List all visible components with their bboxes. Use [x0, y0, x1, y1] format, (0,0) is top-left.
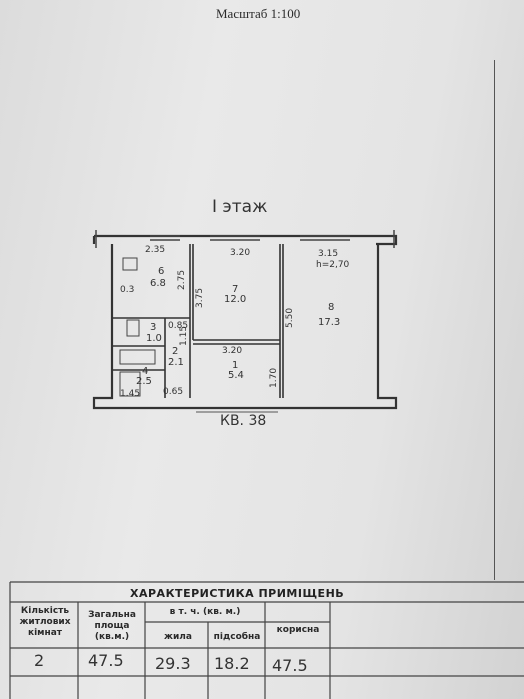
table-grid — [9, 581, 524, 699]
floor-label: I этаж — [212, 197, 267, 217]
room-number: 2 — [172, 346, 178, 357]
fixtures — [119, 257, 156, 397]
dimension: 5.50 — [285, 308, 295, 328]
room-number: 7 — [232, 284, 238, 295]
dimension: 0.65 — [163, 387, 183, 397]
scale-label: Масштаб 1:100 — [216, 6, 301, 21]
value-useful: 47.5 — [272, 656, 308, 675]
room-number: 4 — [142, 366, 148, 377]
dimension: 2.35 — [145, 245, 165, 255]
room-area: 12.0 — [224, 294, 246, 305]
header-including: в т. ч. (кв. м.) — [169, 607, 241, 617]
header-useful: корисна — [276, 625, 320, 635]
table-title: ХАРАКТЕРИСТИКА ПРИМІЩЕНЬ — [130, 587, 345, 600]
header-total-area: Загальна площа (кв.м.) — [88, 610, 136, 642]
dimension: 1.45 — [120, 389, 140, 399]
room-number: 8 — [328, 302, 334, 313]
apartment-label: КВ. 38 — [220, 413, 266, 429]
value-auxiliary: 18.2 — [214, 654, 250, 673]
value-total-area: 47.5 — [88, 651, 124, 670]
room-area: 5.4 — [228, 370, 244, 381]
dimension: 2.75 — [177, 270, 187, 290]
dimension: 1.15 — [179, 326, 189, 346]
room-labels: 6 6.8 7 12.0 8 17.3 1 5.4 4 2.5 3 1.0 2 … — [136, 266, 340, 387]
height-note: h=2,70 — [316, 260, 350, 270]
dimension: 3.75 — [195, 288, 205, 308]
header-rooms: Кількість житлових кімнат — [19, 606, 71, 638]
room-area: 6.8 — [150, 278, 166, 289]
value-living: 29.3 — [155, 654, 191, 673]
header-living: жила — [164, 632, 192, 642]
room-area: 2.5 — [136, 376, 152, 387]
room-area: 17.3 — [318, 317, 340, 328]
dimension: 1.70 — [269, 368, 279, 388]
value-rooms: 2 — [34, 651, 45, 670]
window-marks — [95, 230, 395, 248]
interior-walls — [112, 244, 284, 398]
dimension: 3.15 — [318, 249, 338, 259]
room-area: 1.0 — [146, 333, 162, 344]
dimension: 0.3 — [120, 285, 134, 295]
room-area: 2.1 — [168, 357, 184, 368]
dimension: 3.20 — [222, 346, 242, 356]
dimension: 0.85 — [168, 321, 188, 331]
room-number: 3 — [150, 322, 156, 333]
room-number: 6 — [158, 266, 164, 277]
room-number: 1 — [232, 360, 238, 371]
dimension-labels: 2.35 3.20 3.15 h=2,70 2.75 3.75 5.50 3.2… — [120, 245, 350, 399]
dimension: 3.20 — [230, 248, 250, 258]
frame-border — [494, 60, 495, 580]
header-auxiliary: підсобна — [213, 632, 261, 642]
